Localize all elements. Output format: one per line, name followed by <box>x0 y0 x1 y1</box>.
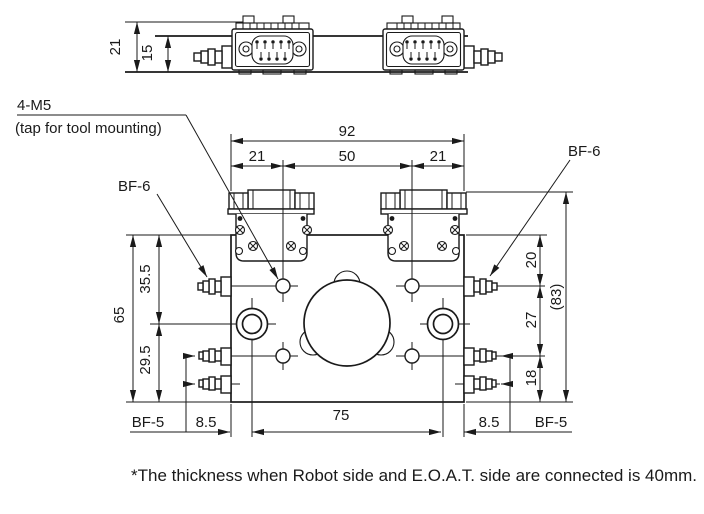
dim-text-right-bottom: 18 <box>523 370 540 387</box>
dim-text-right-top: 20 <box>523 252 540 269</box>
dsub-connector-side-right <box>382 15 465 75</box>
dim-text-right-mid: 27 <box>523 312 540 329</box>
dsub-connector-front-right <box>380 189 468 262</box>
dim-text-left-offset: 21 <box>249 148 266 165</box>
barb-bf5-left-upper <box>198 347 232 366</box>
mount-hole-left <box>150 298 276 437</box>
thickness-note: *The thickness when Robot side and E.O.A… <box>131 466 697 485</box>
center-boss <box>299 270 395 367</box>
barb-fitting-side-right <box>463 45 503 69</box>
dimensions: 92 21 50 21 65 35.5 29.5 20 27 18 (83) <box>111 123 573 437</box>
barb-bf5-left-lower <box>198 375 232 394</box>
barb-bf6-left <box>197 276 232 297</box>
leader-bf6-left <box>156 193 208 278</box>
barb-bf5-right-upper <box>463 347 497 366</box>
dim-text-right-offset: 21 <box>430 148 447 165</box>
callout-tap-note: (tap for tool mounting) <box>15 120 162 137</box>
dim-text-width: 92 <box>339 123 356 140</box>
dim-text-bottom-span: 75 <box>333 407 350 424</box>
mount-hole-right <box>420 298 470 437</box>
dim-text-side-body: 15 <box>139 45 156 62</box>
dim-text-right-overall: (83) <box>548 284 565 311</box>
callout-bf6-left: BF-6 <box>118 178 151 195</box>
callout-bf6-right: BF-6 <box>568 143 601 160</box>
callout-bf5-left: BF-5 <box>132 414 165 431</box>
dim-text-bottom-left: 8.5 <box>196 414 217 431</box>
dsub-connector-side-left <box>231 15 314 75</box>
front-view <box>150 160 545 437</box>
leader-4m5 <box>185 114 279 280</box>
dim-text-lower: 29.5 <box>137 345 154 374</box>
side-view: 21 15 <box>107 15 503 75</box>
barb-bf5-right-lower <box>463 375 497 394</box>
barb-fitting-side-left <box>193 45 233 69</box>
leader-bf6-right <box>489 159 571 277</box>
dim-text-center-span: 50 <box>339 148 356 165</box>
dim-text-height: 65 <box>111 307 128 324</box>
callout-tap-label: 4-M5 <box>17 97 51 114</box>
callout-bf5-right: BF-5 <box>535 414 568 431</box>
dim-text-bottom-right: 8.5 <box>479 414 500 431</box>
dim-text-upper: 35.5 <box>137 264 154 293</box>
barb-bf6-right <box>463 276 498 297</box>
dim-text-side-overall: 21 <box>107 39 124 56</box>
dsub-connector-front-left <box>227 189 315 262</box>
callouts: 4-M5 (tap for tool mounting) BF-6 BF-6 B… <box>15 97 601 431</box>
